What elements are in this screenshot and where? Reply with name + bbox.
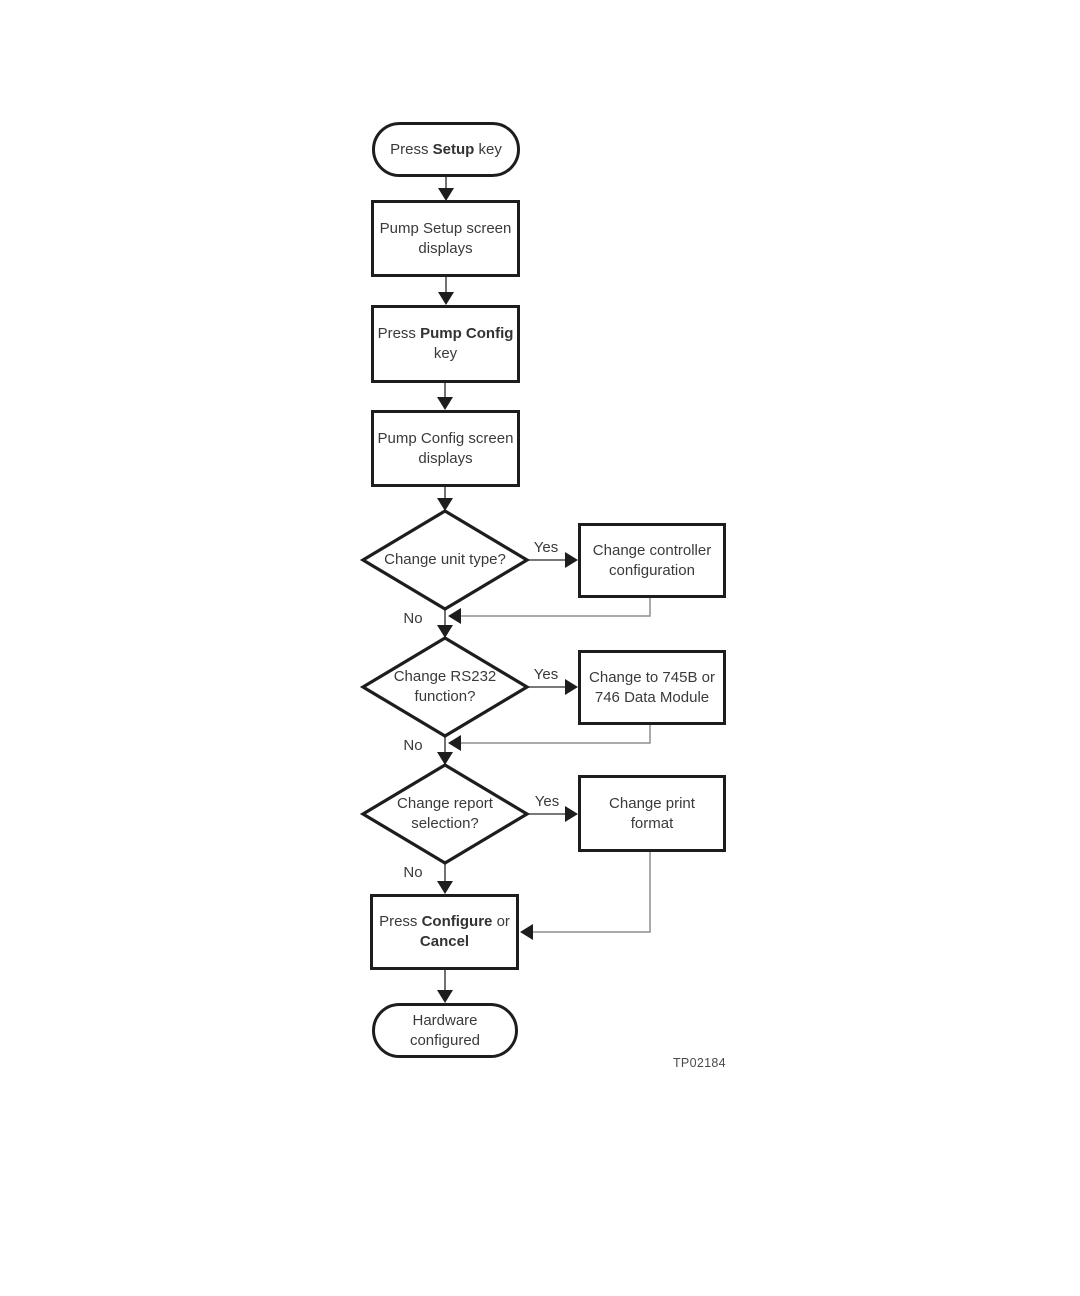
return-lines xyxy=(461,598,651,933)
decision-text: Change RS232 function? xyxy=(393,668,497,705)
process-press-configure: Press Configure or Cancel xyxy=(370,894,519,970)
return-change-controller xyxy=(461,598,651,617)
arrow-left-icon xyxy=(520,924,533,940)
arrow-down-icon xyxy=(437,397,453,410)
decision-change-rs232-shape xyxy=(359,636,531,738)
label-pre: Press xyxy=(379,913,422,930)
label-bold: Setup xyxy=(432,140,475,158)
process-pump-setup-screen: Pump Setup screen displays xyxy=(371,200,520,277)
terminal-hardware-configured-label: Hardware configured xyxy=(409,1011,481,1049)
edge-label-no-2: No xyxy=(403,737,423,754)
terminal-press-setup-label: Press Setup key xyxy=(390,140,502,160)
process-change-745b-label: Change to 745B or 746 Data Module xyxy=(589,668,715,706)
label-bold: Pump Config xyxy=(420,325,514,342)
terminal-hardware-configured: Hardware configured xyxy=(372,1003,518,1058)
edge-label-yes-2: Yes xyxy=(533,666,559,683)
decision-text: Change unit type? xyxy=(384,551,506,568)
arrow-down-icon xyxy=(437,990,453,1003)
decision-change-report-shape xyxy=(359,763,531,865)
terminal-press-setup: Press Setup key xyxy=(372,122,520,177)
decision-text: Change report selection? xyxy=(397,795,493,832)
return-change-print xyxy=(533,852,651,933)
process-press-pump-config: Press Pump Config key xyxy=(371,305,520,383)
edge-label-yes-1: Yes xyxy=(533,539,559,556)
decision-change-unit-type-label: Change unit type? xyxy=(365,535,525,585)
process-change-controller-label: Change controller configuration xyxy=(592,541,712,579)
label-pre: Press xyxy=(377,325,421,342)
label-bold: Configure xyxy=(421,913,493,930)
edge-label-no-3: No xyxy=(403,864,423,881)
label-bold: Cancel xyxy=(419,933,470,950)
label-post: key xyxy=(474,140,502,158)
arrow-down-icon xyxy=(438,188,454,201)
process-change-print: Change print format xyxy=(578,775,726,852)
arrow-down-icon xyxy=(437,498,453,511)
label-post: key xyxy=(433,345,458,362)
decision-change-rs232-label: Change RS232 function? xyxy=(375,662,515,712)
arrowheads xyxy=(437,188,578,1003)
label-mid: or xyxy=(492,913,510,930)
arrow-right-icon xyxy=(565,552,578,568)
arrow-right-icon xyxy=(565,679,578,695)
return-change-745b xyxy=(461,725,651,744)
figure-code: TP02184 xyxy=(673,1056,726,1070)
arrow-down-icon xyxy=(438,292,454,305)
arrow-down-icon xyxy=(437,625,453,638)
process-pump-config-screen: Pump Config screen displays xyxy=(371,410,520,487)
process-change-print-label: Change print format xyxy=(609,794,695,832)
process-press-configure-label: Press Configure or Cancel xyxy=(374,912,516,952)
arrow-right-icon xyxy=(565,806,578,822)
process-pump-setup-screen-label: Pump Setup screen displays xyxy=(379,219,512,257)
label-pre: Press xyxy=(390,140,433,158)
decision-shapes xyxy=(359,509,531,865)
decision-change-unit-type-shape xyxy=(359,509,531,611)
arrow-left-icon xyxy=(448,735,461,751)
edge-label-no-1: No xyxy=(403,610,423,627)
arrow-left-icon xyxy=(448,608,461,624)
arrow-down-icon xyxy=(437,752,453,765)
process-change-745b: Change to 745B or 746 Data Module xyxy=(578,650,726,725)
process-press-pump-config-label: Press Pump Config key xyxy=(375,324,517,364)
process-pump-config-screen-label: Pump Config screen displays xyxy=(377,429,514,467)
decision-change-report-label: Change report selection? xyxy=(375,789,515,839)
process-change-controller: Change controller configuration xyxy=(578,523,726,598)
edge-label-yes-3: Yes xyxy=(534,793,560,810)
arrow-down-icon xyxy=(437,881,453,894)
flow-lines xyxy=(444,177,566,991)
